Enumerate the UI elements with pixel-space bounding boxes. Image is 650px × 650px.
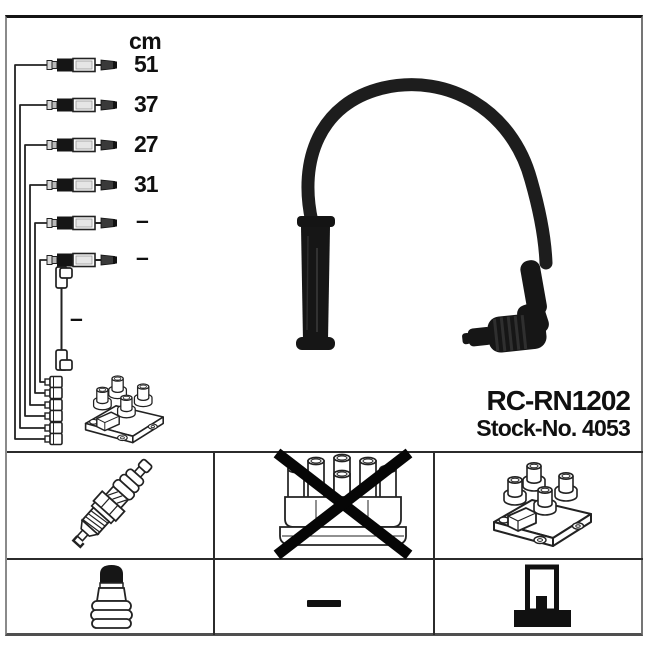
lead-length-5: – bbox=[136, 207, 149, 233]
lead-length-6: – bbox=[136, 244, 149, 270]
legend-cell-dash bbox=[215, 560, 435, 635]
stock-number: Stock-No. 4053 bbox=[476, 415, 631, 441]
legend-cell-plug-connector bbox=[7, 560, 215, 635]
lead-length-1: 51 bbox=[134, 51, 159, 77]
sheet-frame bbox=[5, 15, 643, 636]
unit-header: cm bbox=[129, 28, 162, 54]
legend-cell-spark-plug bbox=[7, 453, 215, 560]
legend-cell-ignition-coil bbox=[435, 453, 643, 560]
lead-length-2: 37 bbox=[134, 91, 159, 117]
lead-length-4: 31 bbox=[134, 171, 159, 197]
legend-cell-coil-tower bbox=[435, 560, 643, 635]
lead-length-3: 27 bbox=[134, 131, 159, 157]
legend-grid bbox=[7, 451, 643, 635]
legend-cell-distributor-cap bbox=[215, 453, 435, 560]
short-lead-length: – bbox=[70, 305, 83, 331]
part-number: RC-RN1202 bbox=[486, 385, 631, 416]
